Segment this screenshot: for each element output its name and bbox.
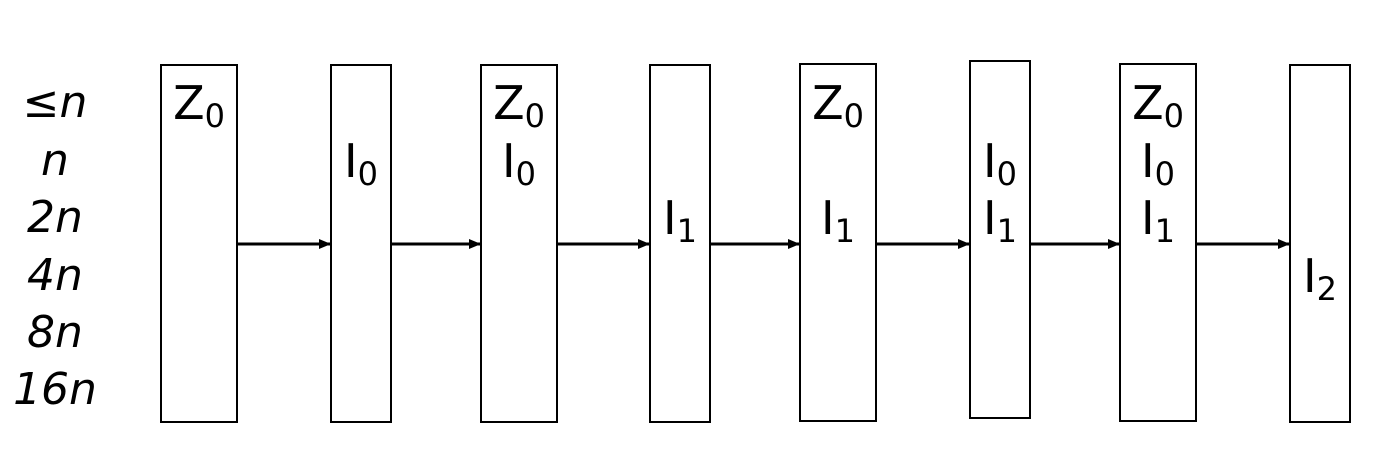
symbol-z0: Z0	[162, 75, 236, 132]
symbol-i1: I1	[651, 190, 709, 247]
symbol-i1: I1	[801, 190, 875, 247]
symbol-base: I	[1141, 134, 1155, 188]
symbol-subscript: 1	[676, 212, 697, 250]
symbol-base: I	[983, 191, 997, 245]
symbol-subscript: 0	[357, 155, 378, 193]
symbol-i1: I1	[1121, 190, 1195, 247]
symbol-base: I	[663, 191, 677, 245]
row-label-8n: 8n	[27, 307, 83, 358]
symbol-base: I	[502, 134, 516, 188]
symbol-subscript: 2	[1316, 270, 1337, 308]
set-box-4: I1	[649, 64, 711, 423]
symbol-z0: Z0	[801, 75, 875, 132]
symbol-subscript: 0	[515, 155, 536, 193]
symbol-i0: I0	[1121, 133, 1195, 190]
row-label-le-n: ≤n	[22, 77, 88, 128]
symbol-i0: I0	[482, 133, 556, 190]
symbol-base: Z	[173, 76, 205, 130]
symbol-subscript: 0	[996, 155, 1017, 193]
symbol-base: Z	[812, 76, 844, 130]
set-box-8: I2	[1289, 64, 1351, 423]
symbol-subscript: 0	[843, 97, 864, 135]
symbol-base: I	[1141, 191, 1155, 245]
row-label-2n: 2n	[27, 192, 83, 243]
symbol-i0: I0	[332, 133, 390, 190]
symbol-i1: I1	[971, 190, 1029, 247]
symbol-subscript: 1	[834, 212, 855, 250]
symbol-subscript: 1	[996, 212, 1017, 250]
symbol-subscript: 1	[1154, 212, 1175, 250]
symbol-subscript: 0	[1163, 97, 1184, 135]
set-box-1: Z0	[160, 64, 238, 423]
row-label-4n: 4n	[27, 250, 83, 301]
symbol-subscript: 0	[524, 97, 545, 135]
symbol-i0: I0	[971, 133, 1029, 190]
symbol-base: I	[983, 134, 997, 188]
symbol-base: I	[821, 191, 835, 245]
symbol-base: Z	[493, 76, 525, 130]
symbol-z0: Z0	[482, 75, 556, 132]
symbol-i2: I2	[1291, 248, 1349, 305]
symbol-subscript: 0	[1154, 155, 1175, 193]
symbol-base: Z	[1132, 76, 1164, 130]
symbol-base: I	[1303, 249, 1317, 303]
symbol-subscript: 0	[204, 97, 225, 135]
symbol-z0: Z0	[1121, 75, 1195, 132]
row-label-n: n	[41, 135, 69, 186]
set-box-2: I0	[330, 64, 392, 423]
row-label-16n: 16n	[13, 364, 97, 415]
symbol-base: I	[344, 134, 358, 188]
